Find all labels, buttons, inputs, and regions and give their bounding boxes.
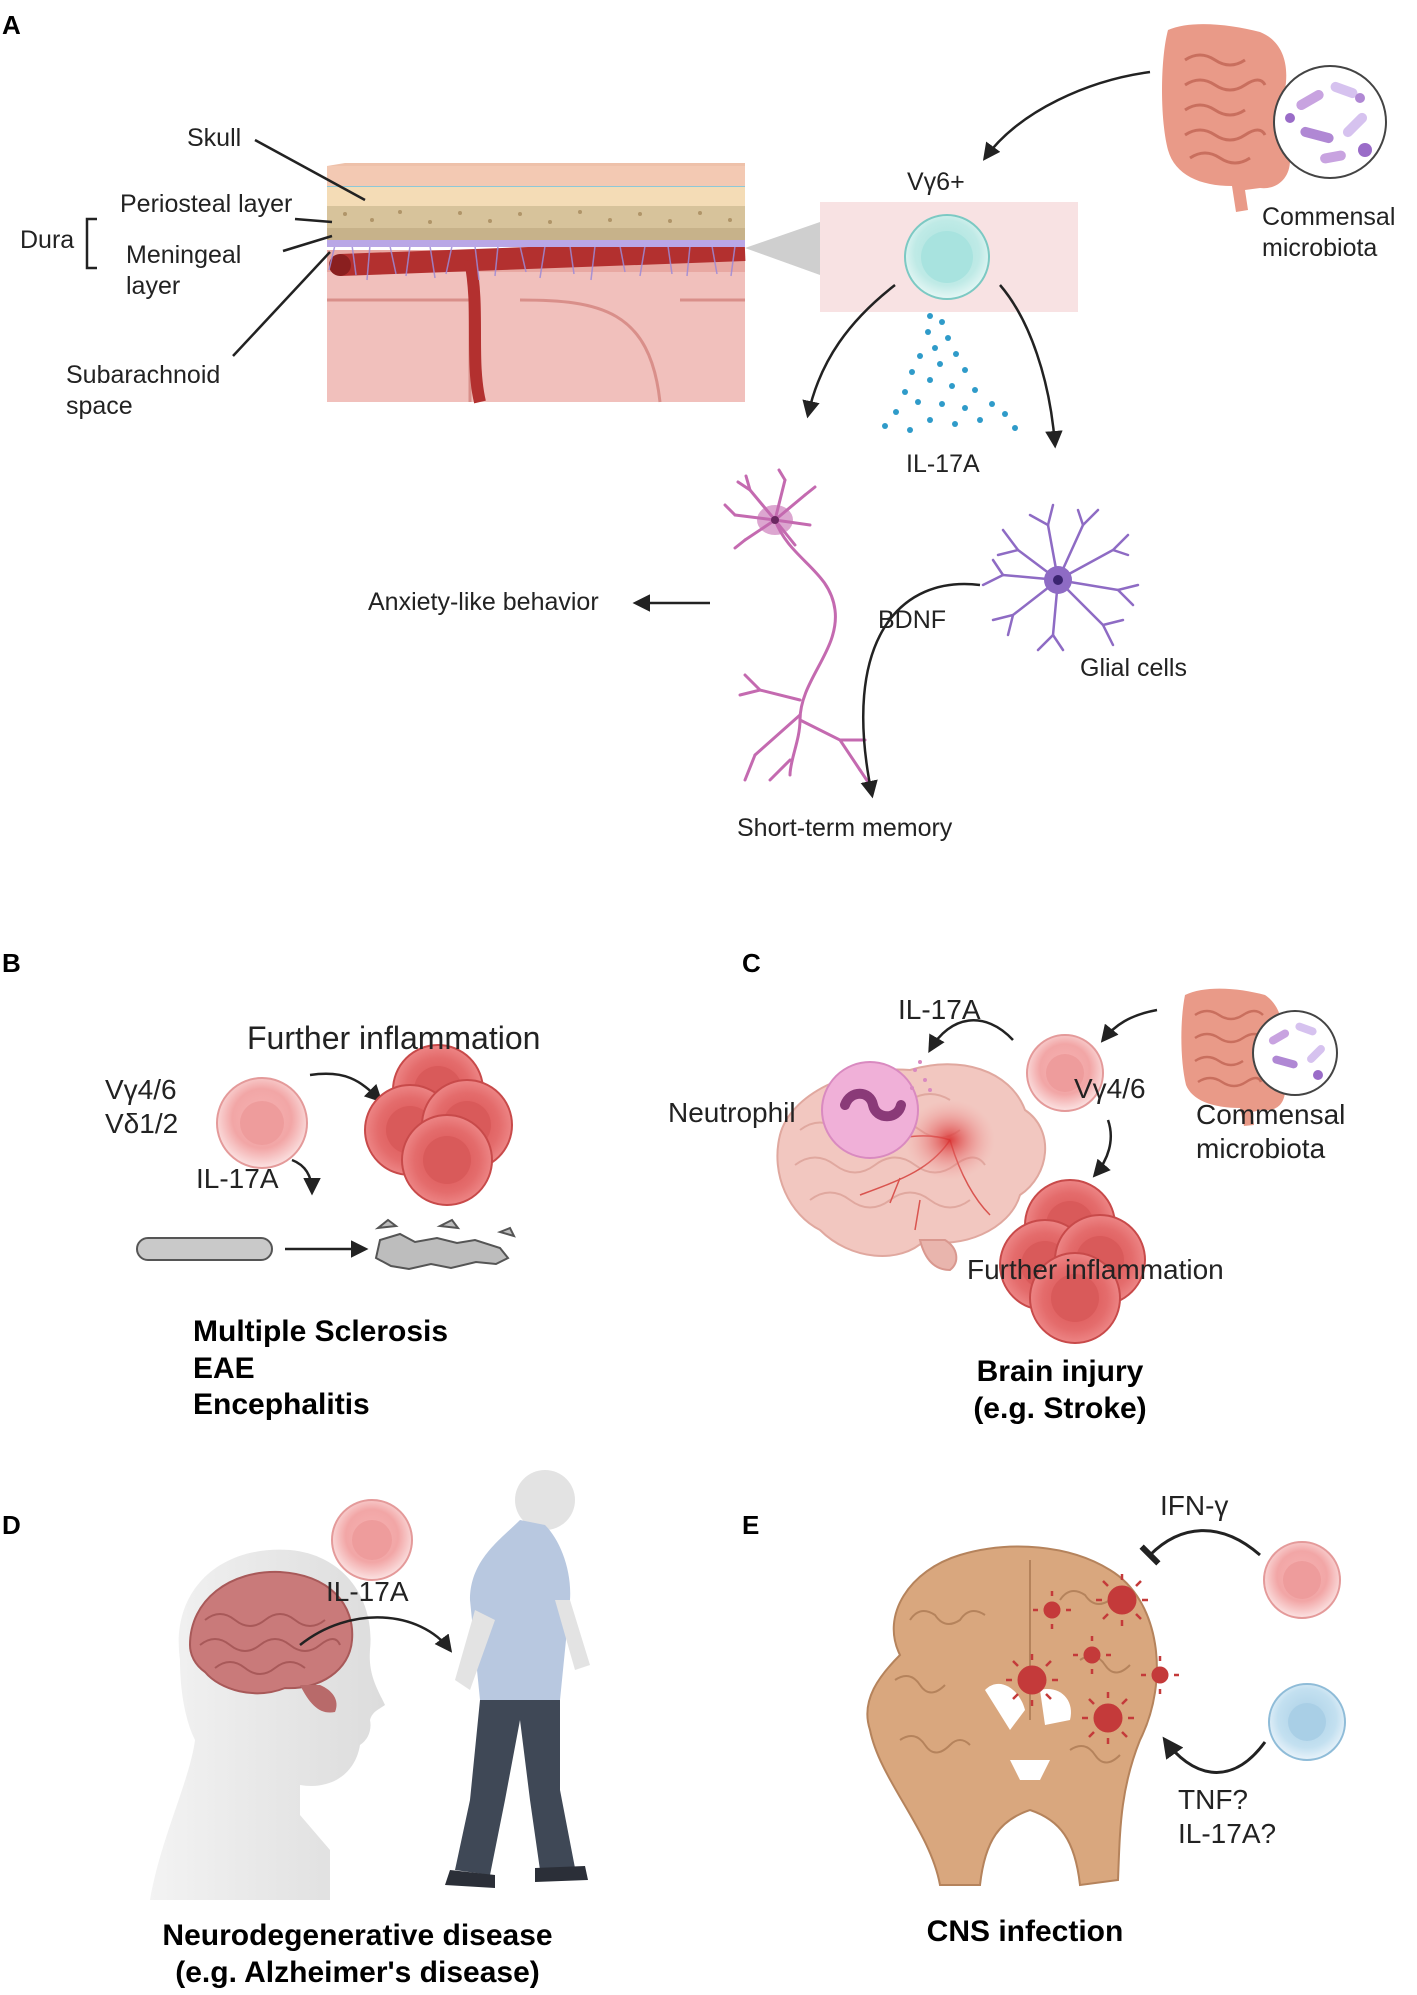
il17a-label-b: IL-17A (196, 1163, 279, 1194)
panel-e-graphics (866, 1529, 1346, 1887)
il17a-dots (882, 313, 1018, 433)
il17a-label-d: IL-17A (326, 1576, 409, 1607)
myelin-damaged (374, 1218, 516, 1271)
panel-label-e: E (742, 1510, 760, 1540)
gut-icon (1162, 24, 1290, 213)
tnf-il17a-label: TNF? IL-17A? (1178, 1784, 1277, 1850)
panel-label-c: C (742, 948, 761, 978)
disease-label-e: CNS infection (926, 1915, 1124, 1948)
panel-label-d: D (2, 1510, 21, 1540)
vg4-6-label-c: Vγ4/6 (1074, 1073, 1146, 1104)
virus-particles (1006, 1574, 1179, 1744)
il17a-label-c: IL-17A (898, 994, 981, 1025)
neutrophil-icon (821, 1060, 932, 1159)
il17a-label-a: IL-17A (906, 450, 980, 478)
skull-label: Skull (187, 124, 242, 152)
neuron-icon (723, 468, 872, 787)
vg6-label: Vγ6+ (907, 168, 965, 196)
glial-cell-icon (981, 503, 1140, 652)
further-inflammation-label-c: Further inflammation (967, 1254, 1224, 1285)
disease-label-c: Brain injury (e.g. Stroke) (973, 1355, 1147, 1425)
brain-section-icon (866, 1545, 1158, 1887)
anxiety-label: Anxiety-like behavior (368, 588, 599, 616)
periosteal-label: Periosteal layer (120, 190, 293, 218)
commensal-label-a: Commensal microbiota (1262, 203, 1396, 262)
dura-label: Dura (20, 226, 75, 254)
neutrophil-label: Neutrophil (668, 1097, 796, 1128)
vg-subset-label-b: Vγ4/6 Vδ1/2 (105, 1074, 179, 1140)
red-cell-cluster-b (364, 1044, 513, 1206)
panel-a-graphics (85, 24, 1387, 799)
panel-label-b: B (2, 948, 21, 978)
subarachnoid-label: Subarachnoid space (66, 361, 221, 420)
panel-c-graphics (776, 988, 1338, 1344)
panel-d-graphics (150, 1470, 590, 1900)
microbiota-icon-c (1252, 1010, 1338, 1096)
disease-label-b: Multiple Sclerosis EAE Encephalitis (193, 1315, 449, 1422)
bdnf-label: BDNF (878, 606, 947, 634)
myelin-intact (136, 1237, 273, 1261)
elderly-person-icon (445, 1470, 590, 1888)
red-cell-cluster-c (999, 1179, 1146, 1344)
glial-cells-label: Glial cells (1080, 654, 1187, 682)
meningeal-label: Meningeal layer (126, 241, 242, 300)
further-inflammation-label-b: Further inflammation (247, 1020, 541, 1056)
panel-label-a: A (2, 10, 21, 40)
panel-b-graphics (136, 1044, 516, 1271)
commensal-label-c: Commensal microbiota (1196, 1099, 1346, 1165)
gut-icon-c (1181, 988, 1285, 1126)
ifn-gamma-label: IFN-γ (1160, 1490, 1229, 1521)
brain-icon-d (188, 1570, 354, 1713)
disease-label-d: Neurodegenerative disease (e.g. Alzheime… (162, 1919, 553, 1989)
microbiota-icon (1273, 65, 1387, 179)
short-term-memory-label: Short-term memory (737, 814, 953, 842)
